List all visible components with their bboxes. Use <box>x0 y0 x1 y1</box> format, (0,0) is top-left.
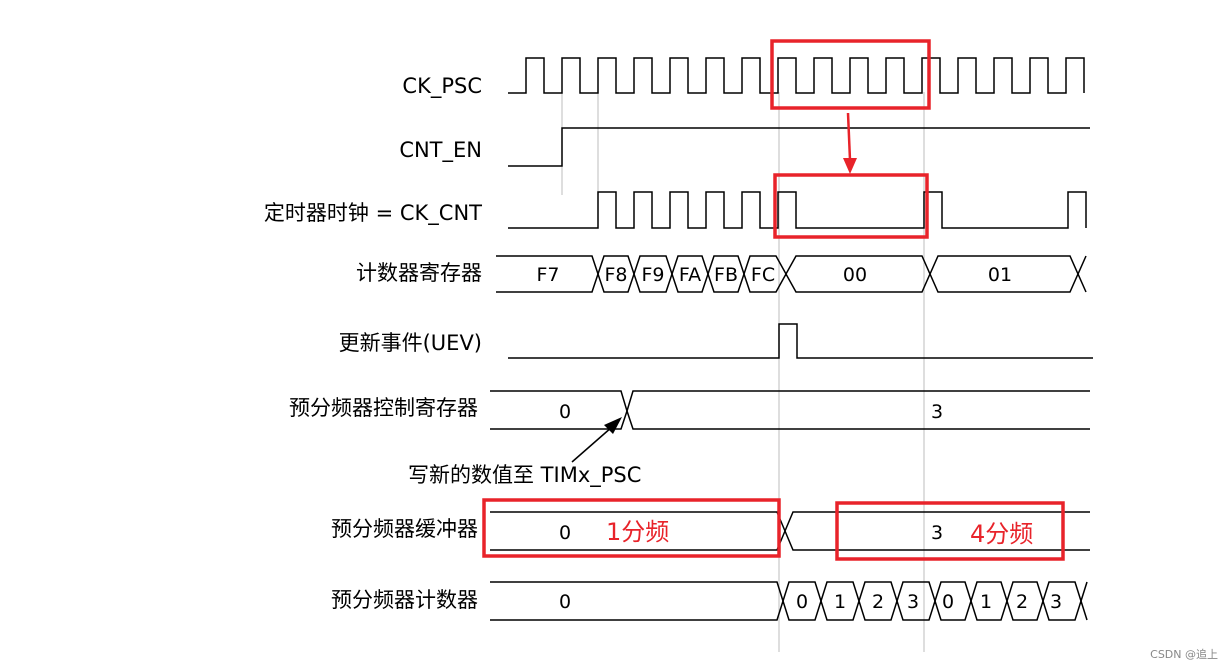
prescaler-counter-bus: 0 0 1 2 3 0 1 2 3 <box>490 581 1088 621</box>
highlight-box-div4 <box>835 501 1065 561</box>
prescaler-control-bus: 0 3 <box>490 390 1090 430</box>
counter-value: F7 <box>536 264 559 286</box>
label-prescaler-counter: 预分频器计数器 <box>331 588 478 612</box>
counter-value: FC <box>751 264 775 286</box>
prescaler-counter-value: 2 <box>1016 591 1028 613</box>
update-event-waveform <box>508 323 1093 359</box>
counter-value: 01 <box>988 264 1012 286</box>
write-note: 写新的数值至 TIMx_PSC <box>408 463 641 488</box>
highlight-arrow-head <box>843 158 857 174</box>
prescaler-counter-value: 0 <box>559 591 571 613</box>
counter-value: 00 <box>843 264 867 286</box>
counter-value: F9 <box>641 264 664 286</box>
highlight-box-ck-cnt <box>773 173 929 239</box>
prescaler-counter-value: 1 <box>980 591 992 613</box>
highlight-annotations: 1分频 4分频 <box>482 39 1065 561</box>
prescaler-counter-value: 2 <box>872 591 884 613</box>
label-ck-psc: CK_PSC <box>402 74 482 99</box>
label-counter-register: 计数器寄存器 <box>356 261 482 285</box>
prescaler-control-value: 3 <box>931 401 943 423</box>
write-arrow <box>571 417 622 463</box>
prescaler-buffer-bus: 0 3 <box>490 511 1090 551</box>
counter-register-bus: F7 F8 F9 FA FB FC 00 01 <box>496 255 1087 293</box>
label-prescaler-buffer: 预分频器缓冲器 <box>331 517 478 541</box>
counter-value: FB <box>714 264 738 286</box>
prescaler-control-bottom <box>490 408 1090 430</box>
write-arrow-shaft <box>571 426 613 463</box>
highlight-box-ck-psc <box>770 39 931 110</box>
prescaler-counter-value: 3 <box>1050 591 1062 613</box>
prescaler-counter-value: 0 <box>796 591 808 613</box>
prescaler-counter-bottom <box>490 598 1088 621</box>
signal-labels: CK_PSC CNT_EN 定时器时钟 = CK_CNT 计数器寄存器 更新事件… <box>264 74 482 612</box>
ck-psc-waveform <box>508 57 1085 94</box>
counter-value: F8 <box>604 264 627 286</box>
label-prescaler-control-register: 预分频器控制寄存器 <box>289 396 478 420</box>
prescaler-counter-top <box>490 581 1088 604</box>
highlight-box-div1 <box>482 498 781 558</box>
cnt-en-waveform <box>508 127 1090 167</box>
label-timer-clock: 定时器时钟 = CK_CNT <box>264 201 482 226</box>
prescaler-counter-value: 0 <box>942 591 954 613</box>
label-cnt-en: CNT_EN <box>399 138 482 163</box>
watermark: CSDN @追上 <box>1150 647 1218 661</box>
prescaler-counter-value: 1 <box>834 591 846 613</box>
div4-label: 4分频 <box>970 520 1033 548</box>
prescaler-buffer-value: 3 <box>931 522 943 544</box>
counter-value: FA <box>679 264 701 286</box>
write-arrow-head <box>604 417 622 434</box>
prescaler-buffer-bottom <box>490 529 1090 551</box>
label-update-event: 更新事件(UEV) <box>339 331 482 355</box>
div1-label: 1分频 <box>606 518 669 546</box>
prescaler-control-top <box>490 390 1090 414</box>
prescaler-buffer-value: 0 <box>559 522 571 544</box>
highlight-arrow-shaft <box>846 112 852 161</box>
ck-cnt-waveform <box>508 191 1087 229</box>
prescaler-counter-value: 3 <box>907 591 919 613</box>
counter-bus-bottom <box>496 271 1087 293</box>
prescaler-control-value: 0 <box>559 401 571 423</box>
